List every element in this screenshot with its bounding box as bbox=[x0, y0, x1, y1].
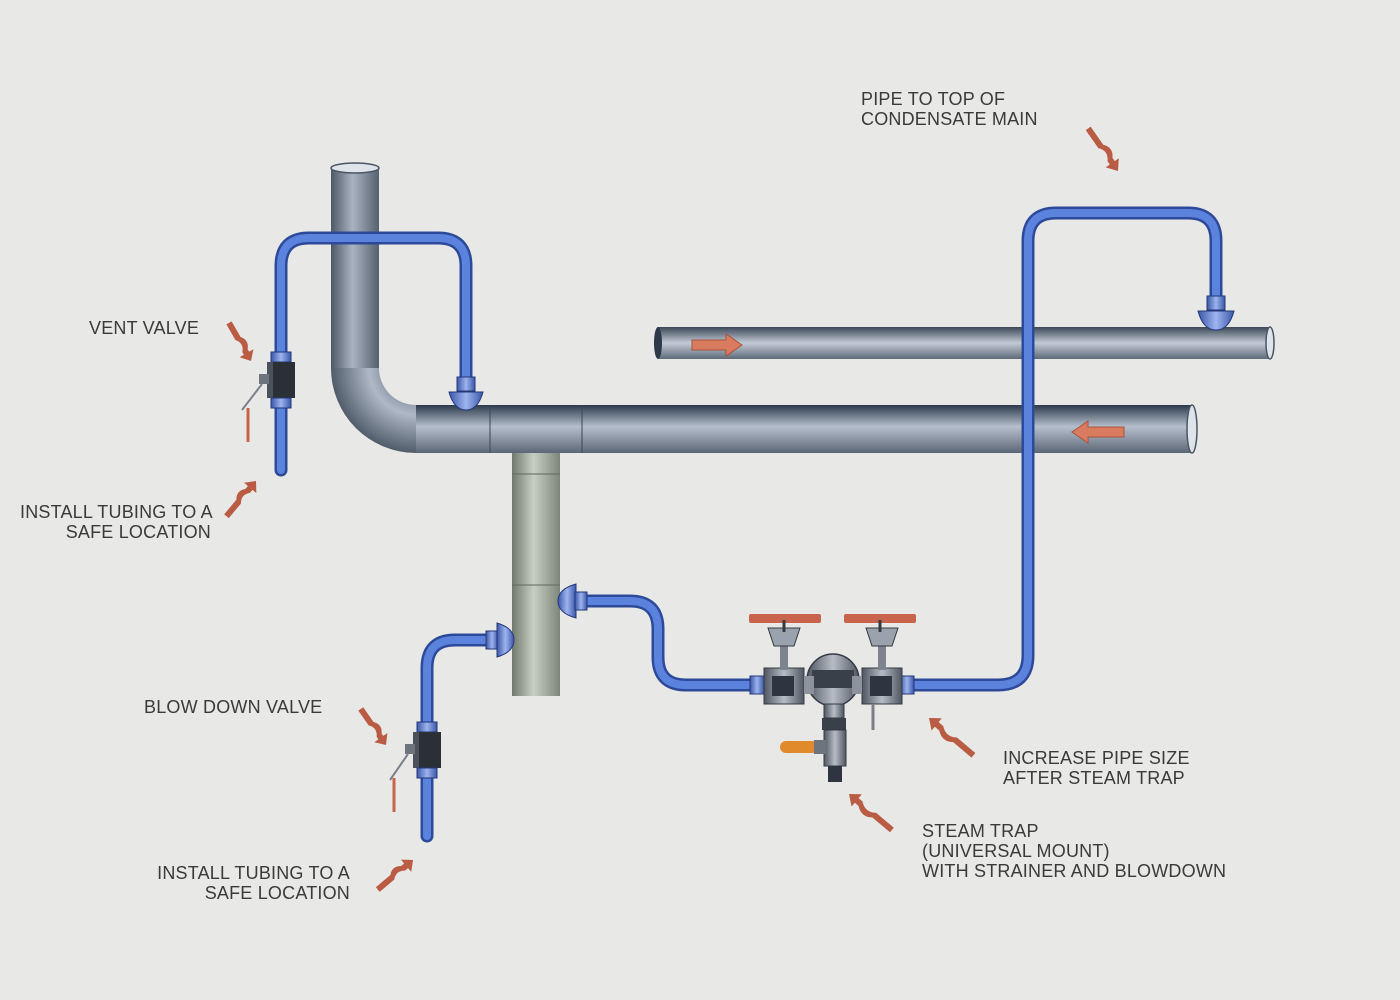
pointer-arrow-vent-valve bbox=[226, 321, 254, 361]
tube-fitting-drip-right bbox=[557, 583, 588, 619]
strainer-blowdown bbox=[780, 729, 847, 782]
pointer-arrow-blow-down bbox=[358, 707, 388, 745]
flow-arrow-condensate-main bbox=[691, 333, 743, 357]
label-steam-trap: STEAM TRAP (UNIVERSAL MOUNT) WITH STRAIN… bbox=[922, 821, 1227, 881]
tube-fitting-top-left bbox=[448, 376, 484, 411]
pointer-arrow-pipe-to-top bbox=[1085, 126, 1119, 171]
flow-arrow-steam-main bbox=[1071, 420, 1125, 444]
pointer-arrow-increase-pipe bbox=[929, 718, 976, 758]
inlet-isolation-valve bbox=[749, 614, 821, 705]
steam-trap-assembly bbox=[749, 614, 916, 782]
label-install-tubing-1: INSTALL TUBING TO A SAFE LOCATION bbox=[20, 502, 213, 542]
pointer-arrows bbox=[224, 126, 1119, 892]
tubing bbox=[274, 206, 1223, 843]
label-pipe-to-top: PIPE TO TOP OF CONDENSATE MAIN bbox=[861, 89, 1038, 129]
steam-main-pipe bbox=[330, 162, 1198, 454]
pointer-arrow-install-tubing-2 bbox=[375, 859, 413, 892]
drip-leg bbox=[512, 453, 560, 696]
label-blow-down-valve: BLOW DOWN VALVE bbox=[144, 697, 323, 717]
blow-down-valve bbox=[389, 721, 441, 812]
pointer-arrow-install-tubing-1 bbox=[224, 481, 257, 519]
label-install-tubing-2: INSTALL TUBING TO A SAFE LOCATION bbox=[157, 863, 350, 903]
condensate-main-pipe bbox=[654, 326, 1275, 360]
tube-fitting-condensate-main bbox=[1197, 295, 1235, 331]
vent-valve bbox=[241, 351, 295, 442]
outlet-isolation-valve bbox=[844, 614, 916, 730]
tube-fitting-drip-left bbox=[485, 622, 515, 658]
label-increase-pipe-size: INCREASE PIPE SIZE AFTER STEAM TRAP bbox=[1003, 748, 1190, 788]
steam-trap-body bbox=[804, 653, 862, 730]
pointer-arrow-steam-trap bbox=[849, 794, 894, 833]
label-vent-valve: VENT VALVE bbox=[89, 318, 200, 338]
